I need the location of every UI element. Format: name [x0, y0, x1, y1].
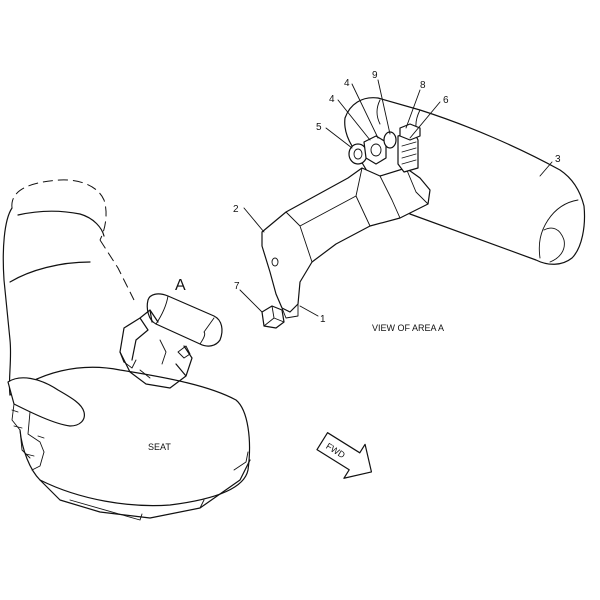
seat-right-armrest-seam: [155, 295, 169, 325]
callout-4-lower: 4: [329, 94, 335, 105]
seat-right-armrest-support: [119, 345, 193, 389]
seat-headrest-lower-seam: [9, 261, 91, 283]
leader-2: [243, 207, 265, 233]
seat-left-armrest: [7, 377, 85, 427]
callout-6: 6: [443, 95, 449, 106]
bolt-head-facets: [263, 305, 285, 327]
callout-labels: 1 2 3 4 4 5 6 7 8 9: [233, 70, 561, 325]
seat-right-armrest-bolt: [123, 345, 191, 369]
seat-right-armrest-end: [199, 317, 215, 345]
callout-4-upper: 4: [344, 78, 350, 89]
callout-9: 9: [372, 70, 378, 81]
callout-leaders: [239, 79, 553, 317]
forward-arrow-icon: [316, 432, 373, 479]
area-marker: A: [175, 277, 186, 294]
leader-1: [299, 305, 319, 317]
leader-4b: [337, 99, 371, 141]
callout-3: 3: [555, 154, 561, 165]
seat-right-armrest-detail: [139, 339, 167, 379]
leader-7: [239, 289, 263, 313]
seat-base-rail: [69, 499, 205, 521]
callout-5: 5: [316, 122, 322, 133]
seat-base-corner: [233, 451, 249, 471]
armrest-detail-drawing: [261, 97, 586, 329]
nut-4: [363, 135, 387, 165]
bolt-stud-threads: [401, 141, 417, 165]
nut-8: [399, 123, 421, 141]
leader-8: [405, 89, 421, 129]
seat-backrest-left-edge: [2, 207, 13, 396]
view-caption: VIEW OF AREA A: [372, 323, 444, 333]
callout-7: 7: [234, 281, 240, 292]
seat-base-outline: [39, 459, 251, 519]
seat-headrest-seam: [17, 210, 105, 237]
leader-9: [377, 79, 391, 135]
nut-4-hole: [370, 143, 382, 157]
seat-backrest-hidden-line: [11, 179, 107, 241]
callout-8: 8: [420, 80, 426, 91]
forward-arrow: FWD: [316, 432, 373, 479]
seat-label: SEAT: [148, 442, 171, 452]
leader-6: [409, 101, 441, 139]
callout-2: 2: [233, 204, 239, 215]
armrest-pad-end-seam: [538, 219, 549, 259]
armrest-bracket-hole: [271, 257, 279, 267]
leader-5: [325, 127, 353, 149]
seat-drawing: [2, 179, 251, 521]
seat-cushion-outline: [9, 366, 251, 507]
seat-backrest-hidden-line-2: [99, 239, 135, 301]
leader-3: [539, 161, 553, 177]
armrest-pad-end-cap: [543, 199, 579, 263]
washer-5-hole: [353, 148, 363, 160]
callout-1: 1: [320, 314, 326, 325]
armrest-bracket-tab: [281, 303, 299, 319]
seat-left-armrest-bolts: [11, 409, 45, 471]
armrest-bracket-flange: [379, 167, 429, 219]
armrest-bracket-bends: [285, 167, 371, 263]
armrest-bracket: [261, 167, 431, 313]
leader-4a: [351, 83, 379, 139]
